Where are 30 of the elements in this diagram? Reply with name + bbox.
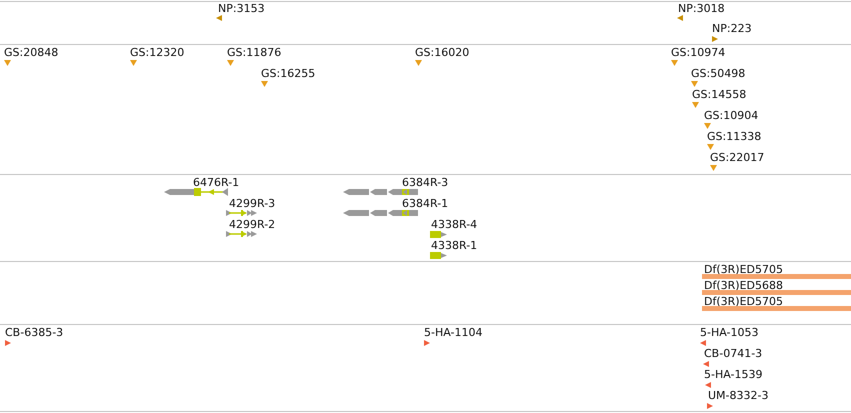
feature-label: UM-8332-3 xyxy=(708,389,768,402)
feature-label: 5-HA-1053 xyxy=(700,326,758,339)
feature-label: GS:16020 xyxy=(415,46,470,59)
feature-label: 4338R-4 xyxy=(431,218,478,231)
feature-label: NP:3018 xyxy=(678,2,725,15)
feature-label: GS:16255 xyxy=(261,67,316,80)
feature-label: 6476R-1 xyxy=(193,176,240,189)
feature-label: Df(3R)ED5705 xyxy=(704,263,783,276)
feature-label: NP:223 xyxy=(712,22,752,35)
feature-label: GS:11876 xyxy=(227,46,282,59)
feature-label: Df(3R)ED5688 xyxy=(704,279,783,292)
feature-label: CB-6385-3 xyxy=(5,326,64,339)
feature-label: GS:10904 xyxy=(704,109,758,122)
feature-label: 6384R-1 xyxy=(402,197,448,210)
feature-label: GS:20848 xyxy=(4,46,58,59)
feature-label: GS:12320 xyxy=(130,46,184,59)
feature-label: 5-HA-1104 xyxy=(424,326,482,339)
feature-label: 4338R-1 xyxy=(431,239,478,252)
feature-label: 6384R-3 xyxy=(402,176,448,189)
feature-label: 5-HA-1539 xyxy=(704,368,762,381)
feature-label: Df(3R)ED5705 xyxy=(704,295,783,308)
feature-label: 4299R-2 xyxy=(229,218,276,231)
feature-label: NP:3153 xyxy=(218,2,265,15)
feature-label: GS:22017 xyxy=(710,151,764,164)
feature-label: GS:11338 xyxy=(707,130,762,143)
feature-label: CB-0741-3 xyxy=(704,347,762,360)
feature-label: GS:50498 xyxy=(691,67,746,80)
feature-label: GS:10974 xyxy=(671,46,726,59)
feature-label: 4299R-3 xyxy=(229,197,276,210)
feature-label: GS:14558 xyxy=(692,88,746,101)
